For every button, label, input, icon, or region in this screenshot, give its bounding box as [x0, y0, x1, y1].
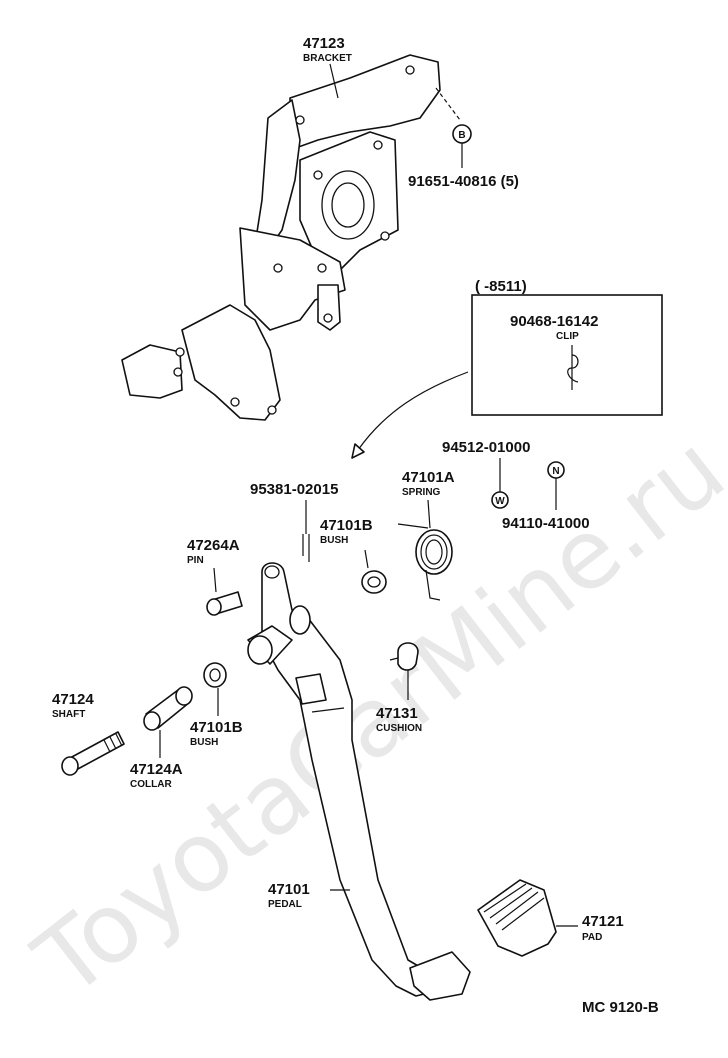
bracket-name: BRACKET [303, 53, 352, 64]
bush-upper-leader [364, 549, 369, 569]
cushion-drawing[interactable] [389, 642, 419, 671]
clip-pin-drawing[interactable] [302, 534, 310, 562]
inset-arrow-head [351, 443, 365, 459]
shaft-part-number: 47124 [52, 691, 94, 708]
bush-lower-part-number: 47101B [190, 719, 243, 736]
shaft-drawing[interactable] [61, 731, 125, 776]
pin-part-number: 47264A [187, 537, 240, 554]
pedal-drawing[interactable] [247, 562, 471, 1001]
bush-upper-part-number: 47101B [320, 517, 373, 534]
bush-lower-name: BUSH [190, 737, 218, 748]
bolt-part-number: 91651-40816 (5) [408, 173, 519, 190]
bracket-drawing[interactable] [121, 54, 461, 421]
spring-name: SPRING [402, 487, 441, 498]
collar-drawing[interactable] [143, 686, 193, 731]
inset-part-number: 90468-16142 [510, 313, 598, 330]
bush-upper-drawing[interactable] [361, 570, 387, 594]
pin-name: PIN [187, 555, 204, 566]
pad-drawing[interactable] [477, 879, 557, 957]
diagram-code: MC 9120-B [582, 999, 659, 1016]
pedal-part-number: 47101 [268, 881, 310, 898]
bracket-leader [329, 63, 339, 99]
pedal-name: PEDAL [268, 899, 302, 910]
cushion-part-number: 47131 [376, 705, 418, 722]
inset-range: ( -8511) [475, 278, 527, 295]
bush-upper-arrow [397, 523, 429, 529]
clip-pin-part-number: 95381-02015 [250, 481, 338, 498]
spring-part-number: 47101A [402, 469, 455, 486]
shaft-name: SHAFT [52, 709, 85, 720]
inset-arrow-line [357, 371, 469, 451]
pad-name: PAD [582, 932, 602, 943]
washer-marker-letter: W [495, 496, 505, 507]
collar-part-number: 47124A [130, 761, 183, 778]
bolt-marker-letter: B [458, 130, 465, 141]
nut-part-number: 94110-41000 [502, 515, 590, 532]
pin-leader [213, 567, 217, 593]
spring-leader [427, 499, 431, 529]
bush-upper-name: BUSH [320, 535, 348, 546]
inset-box: ( -8511) 90468-16142 CLIP [471, 278, 663, 416]
bush-lower-drawing[interactable] [203, 662, 227, 688]
bracket-part-number: 47123 [303, 35, 345, 52]
cushion-name: CUSHION [376, 723, 422, 734]
nut-marker-letter: N [552, 466, 559, 477]
inset-name: CLIP [556, 331, 579, 342]
washer-part-number: 94512-01000 [442, 439, 530, 456]
clip-icon [567, 345, 579, 390]
collar-name: COLLAR [130, 779, 172, 790]
spring-drawing[interactable] [415, 529, 453, 601]
pad-part-number: 47121 [582, 913, 624, 930]
pin-drawing[interactable] [206, 591, 243, 616]
washer-marker-circle [491, 491, 509, 509]
